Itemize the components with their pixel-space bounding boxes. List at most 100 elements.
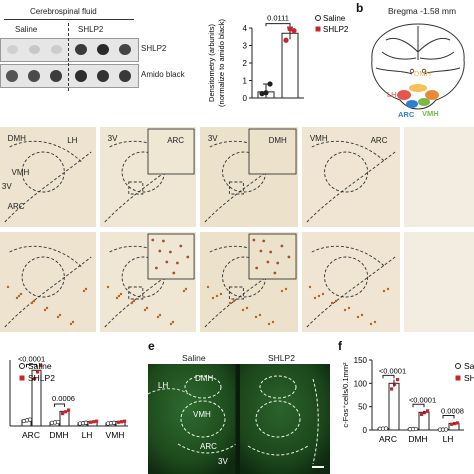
y-tick-label: 3	[243, 42, 248, 51]
brain-outline	[371, 23, 465, 110]
stained-cell	[347, 306, 351, 310]
stained-cell	[176, 261, 179, 265]
stained-cell	[317, 294, 321, 298]
stained-cell	[158, 313, 162, 317]
significance-bracket	[442, 414, 455, 419]
y-axis-label: c-Fos⁺cells/0.1mm²	[341, 362, 350, 428]
region-label: 3V	[108, 134, 118, 143]
schematic-label-arc: ARC	[398, 110, 415, 119]
histology-tile-r2-c1	[0, 232, 96, 332]
blot-title: Cerebrospinal fluid	[30, 7, 97, 16]
scale-bar	[312, 466, 324, 468]
stained-cell	[228, 301, 232, 305]
legend-marker	[19, 363, 25, 369]
bar	[281, 32, 299, 99]
schematic-title: Bregma -1.58 mm	[388, 6, 457, 16]
tissue-background	[302, 127, 400, 227]
region-outline	[9, 140, 82, 163]
data-point	[117, 420, 121, 424]
fluor-label-lh: LH	[158, 381, 168, 390]
stained-cell	[273, 271, 277, 275]
region-outline	[109, 140, 182, 163]
stained-cell	[56, 315, 60, 319]
x-tick-label: LH	[82, 430, 93, 440]
dmh-region	[409, 84, 427, 92]
data-point	[111, 420, 117, 425]
tissue-background	[404, 232, 474, 332]
blot-row2-label: Amido black	[141, 70, 185, 79]
stained-cell	[117, 294, 121, 298]
y-axis-label: Densitometry (arbunits)	[207, 24, 216, 102]
stained-cell	[115, 296, 119, 300]
y-tick-label: 0	[363, 426, 368, 435]
stained-cell	[30, 301, 34, 305]
stained-cell	[276, 261, 280, 265]
stained-cell	[241, 308, 245, 312]
stained-cell	[269, 250, 273, 254]
stained-cell	[162, 239, 165, 243]
y-tick-label: 2	[243, 59, 248, 68]
stained-cell	[343, 308, 347, 312]
histology-tile-r2-c2	[100, 232, 196, 332]
y-tick-label: 100	[354, 379, 368, 388]
region-label: 3V	[2, 182, 12, 191]
stained-cell	[321, 292, 325, 296]
y-tick-label: 50	[358, 403, 367, 412]
inset-source-box	[128, 181, 144, 195]
stained-cell	[330, 301, 334, 305]
data-point	[36, 370, 40, 374]
stained-cell	[32, 299, 36, 303]
stained-cell	[84, 287, 88, 291]
stained-cell	[255, 266, 259, 270]
fluor-label-vmh: VMH	[193, 410, 211, 419]
region-label: LH	[67, 136, 77, 145]
data-point	[61, 411, 65, 416]
stained-cell	[106, 285, 110, 289]
data-point	[267, 81, 273, 87]
fluor-shlp2-label: SHLP2	[268, 353, 295, 363]
data-point	[450, 422, 454, 426]
legend-marker	[315, 26, 321, 32]
significance-bracket	[412, 403, 425, 408]
brain-schematic: DMH LH ARC VMH	[371, 23, 465, 119]
stained-cell	[151, 238, 155, 242]
stained-cell	[232, 299, 236, 303]
inset-box	[147, 233, 195, 280]
data-point	[120, 420, 124, 424]
significance-bracket	[54, 403, 65, 407]
data-point	[123, 419, 127, 423]
legend-marker	[455, 363, 461, 369]
tissue-background	[302, 232, 400, 332]
stained-cell	[252, 238, 256, 242]
stained-cell	[271, 320, 275, 324]
y-tick-label: 0	[243, 94, 248, 103]
data-point	[89, 420, 93, 424]
data-point	[383, 426, 389, 431]
data-point	[453, 421, 457, 426]
stained-cell	[132, 299, 136, 303]
blot-title-underline	[4, 19, 134, 20]
region-label: ARC	[8, 202, 25, 211]
stained-cell	[245, 306, 249, 310]
data-point	[426, 409, 430, 413]
schematic-label-dmh: DMH	[414, 69, 431, 78]
stained-cell	[356, 315, 360, 319]
stained-cell	[58, 313, 62, 317]
region-label: DMH	[269, 136, 287, 145]
stained-cell	[19, 292, 23, 296]
data-point	[263, 90, 269, 96]
fluorescence-image: LH DMH VMH ARC 3V	[148, 364, 330, 474]
region-outline	[306, 256, 396, 328]
p-value: 0.0111	[267, 14, 289, 23]
stained-cell	[184, 287, 188, 291]
chart-f: 050100150c-Fos⁺cells/0.1mm²ARC<0.0001DMH…	[341, 356, 474, 444]
stained-cell	[259, 249, 263, 253]
stained-cell	[43, 308, 47, 312]
legend-marker	[315, 15, 321, 21]
region-outline	[311, 140, 386, 163]
stained-cell	[386, 287, 390, 291]
